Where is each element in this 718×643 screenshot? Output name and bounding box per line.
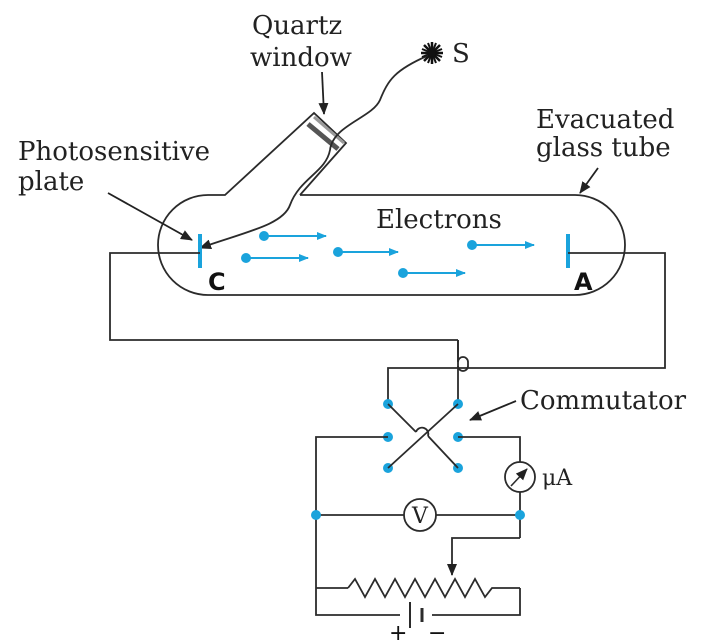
electrons-label: Electrons xyxy=(376,205,502,235)
star-burst-icon xyxy=(421,42,443,64)
cathode-label: C xyxy=(208,268,226,296)
battery-minus-label: − xyxy=(428,621,446,643)
commutator-top-left-lead xyxy=(387,340,468,404)
cathode-wire xyxy=(109,252,458,341)
anode-label: A xyxy=(574,268,593,296)
junction-left xyxy=(311,510,321,520)
rheostat-resistor-icon[interactable] xyxy=(347,577,520,599)
rheostat-slider-wire xyxy=(447,537,520,576)
evacuated-label-2: glass tube xyxy=(536,133,671,163)
source-label: S xyxy=(452,39,470,69)
anode-wire xyxy=(468,252,666,369)
battery-cell-icon xyxy=(400,602,432,628)
voltmeter-label: V xyxy=(411,504,429,529)
commutator-label: Commutator xyxy=(520,386,687,416)
commutator[interactable] xyxy=(383,399,463,473)
quartz-window-label-1: Quartz xyxy=(252,11,342,41)
right-circuit-wire xyxy=(458,436,521,462)
quartz-window-label-2: window xyxy=(250,43,352,73)
light-ray xyxy=(199,55,428,250)
electron-4 xyxy=(398,268,466,278)
evacuated-glass-tube xyxy=(157,111,626,296)
electron-5 xyxy=(467,240,535,250)
wire-crossover xyxy=(457,340,469,372)
junction-right xyxy=(515,510,525,520)
quartz-window xyxy=(306,115,345,151)
voltmeter-icon xyxy=(403,498,437,532)
battery-plus-label: + xyxy=(389,621,407,643)
left-circuit-wire xyxy=(315,436,521,616)
evacuated-label-1: Evacuated xyxy=(536,105,674,135)
electron-1 xyxy=(259,231,327,241)
microammeter-gauge-icon xyxy=(504,461,536,493)
photosensitive-label-1: Photosensitive xyxy=(18,137,210,167)
photosensitive-label-2: plate xyxy=(18,167,84,197)
quartz-window-pointer xyxy=(318,71,329,115)
commutator-pointer xyxy=(469,400,517,421)
electron-2 xyxy=(241,253,309,263)
evacuated-pointer xyxy=(579,167,599,194)
electron-3 xyxy=(333,247,399,257)
photosensitive-pointer xyxy=(107,192,193,241)
ammeter-label: μA xyxy=(542,466,573,491)
